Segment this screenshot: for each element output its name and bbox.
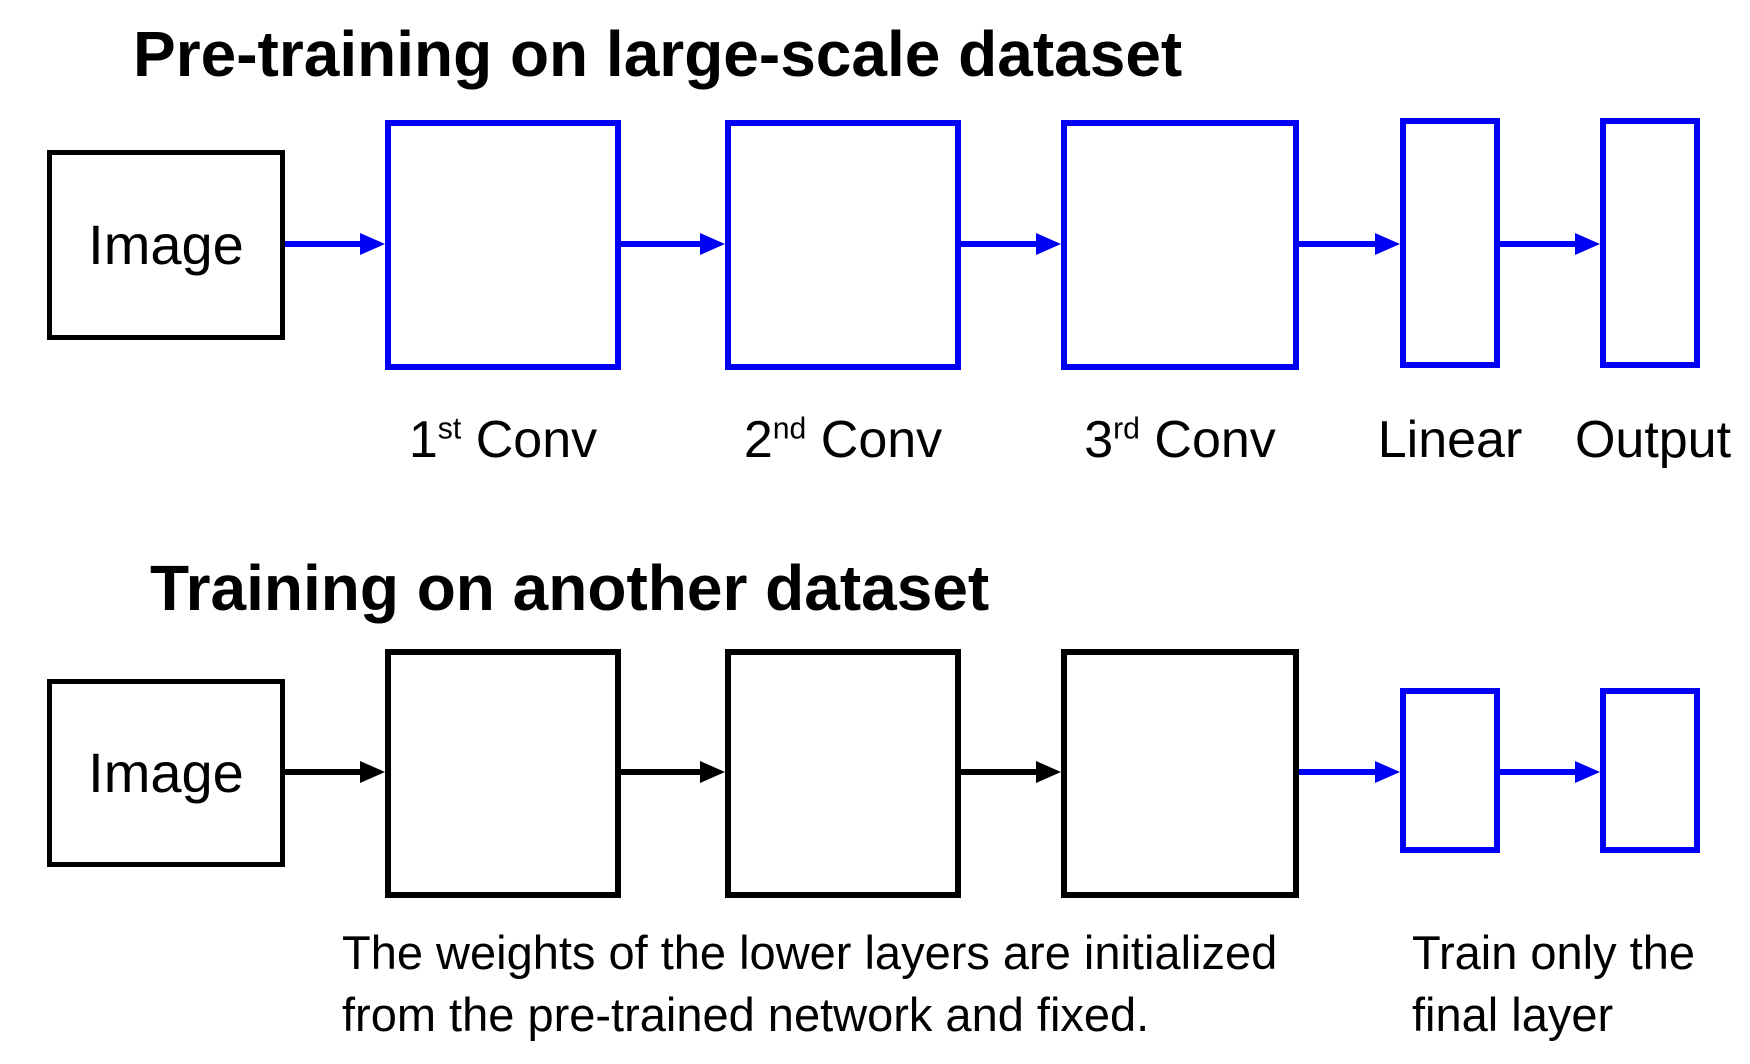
- pretraining-label-output: Output: [1574, 411, 1732, 469]
- pretraining-conv1-box: [385, 120, 621, 370]
- train-final-layer-caption-line1: Train only the: [1412, 926, 1696, 979]
- train-final-layer-caption-line2: final layer: [1412, 988, 1614, 1041]
- pretraining-output-box: [1600, 118, 1700, 368]
- arrow-train-conv1-to-conv2: [621, 761, 725, 783]
- pretraining-conv2-box: [725, 120, 961, 370]
- arrow-pretrain-conv2-to-conv3: [961, 233, 1061, 255]
- frozen-layers-caption-line1: The weights of the lower layers are init…: [342, 926, 1278, 979]
- training-conv2-box: [725, 649, 961, 898]
- arrow-train-image-to-conv1: [285, 761, 385, 783]
- training-image-box: Image: [47, 679, 285, 867]
- pretraining-label-linear: Linear: [1377, 411, 1523, 469]
- training-conv3-box: [1061, 649, 1299, 898]
- arrow-pretrain-image-to-conv1: [285, 233, 385, 255]
- arrow-pretrain-conv3-to-linear: [1299, 233, 1400, 255]
- pretraining-image-box: Image: [47, 150, 285, 340]
- pretraining-linear-box: [1400, 118, 1500, 368]
- pretraining-label-conv3: 3rd Conv: [1084, 411, 1276, 469]
- training-conv1-box: [385, 649, 621, 898]
- pretraining-label-conv1: 1st Conv: [408, 411, 598, 469]
- training-linear-box: [1400, 688, 1500, 853]
- pretraining-conv3-box: [1061, 120, 1299, 370]
- arrow-train-conv3-to-linear: [1299, 761, 1400, 783]
- training-output-box: [1600, 688, 1700, 853]
- pretraining-label-conv2: 2nd Conv: [743, 411, 943, 469]
- arrow-train-linear-to-output: [1500, 761, 1600, 783]
- frozen-layers-caption: The weights of the lower layers are init…: [342, 922, 1277, 1046]
- arrow-train-conv2-to-conv3: [961, 761, 1061, 783]
- train-final-layer-caption: Train only the final layer: [1412, 922, 1695, 1046]
- pretraining-image-label: Image: [88, 213, 244, 276]
- arrow-pretrain-linear-to-output: [1500, 233, 1600, 255]
- frozen-layers-caption-line2: from the pre-trained network and fixed.: [342, 988, 1150, 1041]
- pretraining-title: Pre-training on large-scale dataset: [133, 18, 1183, 90]
- training-title: Training on another dataset: [150, 552, 990, 624]
- arrow-pretrain-conv1-to-conv2: [621, 233, 725, 255]
- training-image-label: Image: [88, 741, 244, 804]
